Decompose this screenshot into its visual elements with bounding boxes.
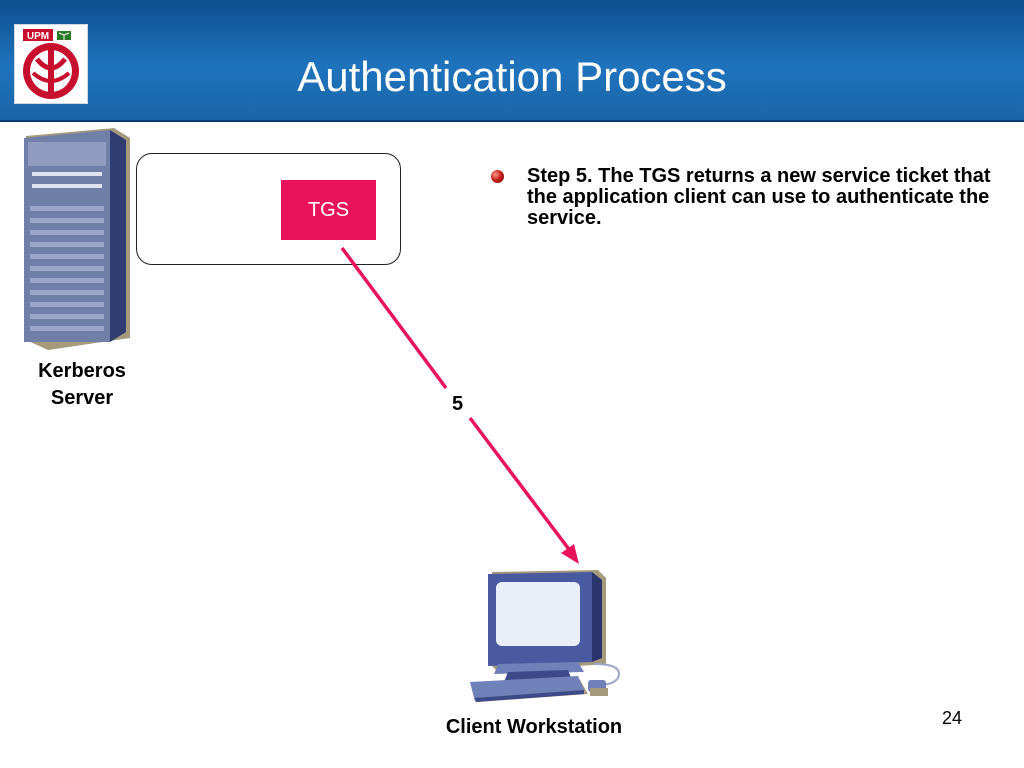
slide-title: Authentication Process xyxy=(0,52,1024,102)
tgs-box: TGS xyxy=(281,180,376,240)
upm-logo: UPM xyxy=(14,24,88,104)
arrow-head xyxy=(561,544,579,564)
step-number-label: 5 xyxy=(450,393,466,416)
page-number: 24 xyxy=(941,708,963,728)
arrow-segment-lower xyxy=(468,416,573,554)
kerberos-server-label-line1: Kerberos xyxy=(38,360,126,382)
bullet-icon xyxy=(491,170,504,183)
server-icon xyxy=(18,128,136,350)
kerberos-server-label: Kerberos Server xyxy=(20,358,144,412)
logo-text: UPM xyxy=(27,31,49,42)
kerberos-server-label-line2: Server xyxy=(50,387,114,409)
arrow-segment-upper xyxy=(340,246,448,390)
tgs-label: TGS xyxy=(307,198,350,221)
client-workstation-label: Client Workstation xyxy=(445,716,623,738)
slide-title-text: Authentication Process xyxy=(297,53,727,100)
bullet-text: Step 5. The TGS returns a new service ti… xyxy=(527,165,991,229)
workstation-icon xyxy=(468,568,630,710)
slide-header: UPM Authentication Process xyxy=(0,0,1024,122)
